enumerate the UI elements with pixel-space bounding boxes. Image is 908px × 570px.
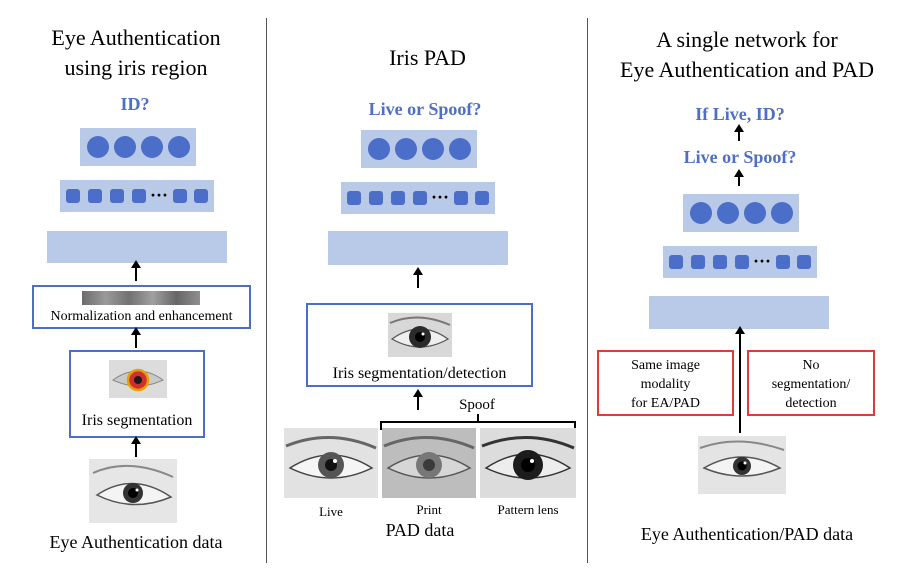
arrow-up [413,267,423,288]
left-data-label: Eye Authentication data [49,532,223,552]
ellipsis: ··· [150,185,169,205]
input-eye-image [89,459,177,523]
left-title-line2: using iris region [64,55,208,80]
normalized-iris-strip [82,291,200,305]
sample-label-print: Print [416,502,442,517]
node [347,191,361,205]
ellipsis: ··· [753,251,772,271]
normalization-box: Normalization and enhancement [32,285,251,329]
iris-detection-box: Iris segmentation/detection [306,303,533,387]
no-segmentation-line2: segmentation/ [771,377,851,392]
node [87,136,109,158]
middle-data-label: PAD data [385,520,455,540]
node [454,191,468,205]
node [132,189,146,203]
same-modality-line2: modality [640,377,691,392]
node [422,138,444,160]
middle-input-layer [328,231,508,265]
node [368,138,390,160]
arrow-up [131,436,141,457]
node [735,255,749,269]
divider-left [266,18,267,563]
left-output-label: ID? [120,94,150,114]
segmented-eye-image [109,360,167,398]
middle-output-label: Live or Spoof? [368,99,482,119]
node [141,136,163,158]
normalization-label: Normalization and enhancement [50,309,233,324]
same-modality-box: Same image modality for EA/PAD [597,350,734,416]
node [369,191,383,205]
left-hidden-layer: ··· [60,180,214,212]
detection-eye-image [388,313,452,357]
no-segmentation-line3: detection [785,396,837,411]
node [691,255,705,269]
middle-hidden-layer: ··· [341,182,495,214]
node [669,255,683,269]
segmentation-box: Iris segmentation [69,350,205,438]
segmentation-label: Iris segmentation [81,412,193,429]
right-title-line2: Eye Authentication and PAD [620,57,874,82]
right-data-label: Eye Authentication/PAD data [640,524,854,544]
middle-output-layer [361,130,477,168]
node [413,191,427,205]
left-title-line1: Eye Authentication [51,25,221,50]
right-input-layer [649,296,829,329]
arrow-up [413,389,423,410]
node [391,191,405,205]
arrow-up [734,124,744,141]
node [449,138,471,160]
node [776,255,790,269]
node [713,255,727,269]
sample-label-pattern-lens: Pattern lens [497,502,559,517]
ellipsis: ··· [431,187,450,207]
node [744,202,766,224]
divider-right [587,18,588,563]
live-eye-image [284,428,378,498]
left-input-layer [47,231,227,263]
node [66,189,80,203]
node [88,189,102,203]
node [114,136,136,158]
sample-label-live: Live [319,504,343,519]
arrow-up [131,260,141,281]
arrow-up [131,327,141,348]
spoof-label: Spoof [459,397,495,413]
print-eye-image [382,428,476,498]
right-title-line1: A single network for [656,27,838,52]
right-hidden-layer: ··· [663,246,817,278]
node [475,191,489,205]
right-output-top: If Live, ID? [695,104,785,124]
no-segmentation-line1: No [802,358,820,373]
pattern-lens-eye-image [480,428,576,498]
same-modality-line3: for EA/PAD [630,396,701,411]
node [395,138,417,160]
node [168,136,190,158]
node [717,202,739,224]
right-output-mid: Live or Spoof? [683,147,797,167]
arrow-up-long [735,326,745,433]
node [173,189,187,203]
spoof-bracket [380,414,576,430]
same-modality-line1: Same image [631,358,700,373]
middle-title: Iris PAD [389,45,466,70]
detection-label: Iris segmentation/detection [332,365,507,382]
node [797,255,811,269]
right-output-layer [683,194,799,232]
node [194,189,208,203]
no-segmentation-box: No segmentation/ detection [747,350,875,416]
node [690,202,712,224]
right-input-eye-image [698,436,786,494]
left-output-layer [80,128,196,166]
arrow-up [734,169,744,186]
node [771,202,793,224]
node [110,189,124,203]
